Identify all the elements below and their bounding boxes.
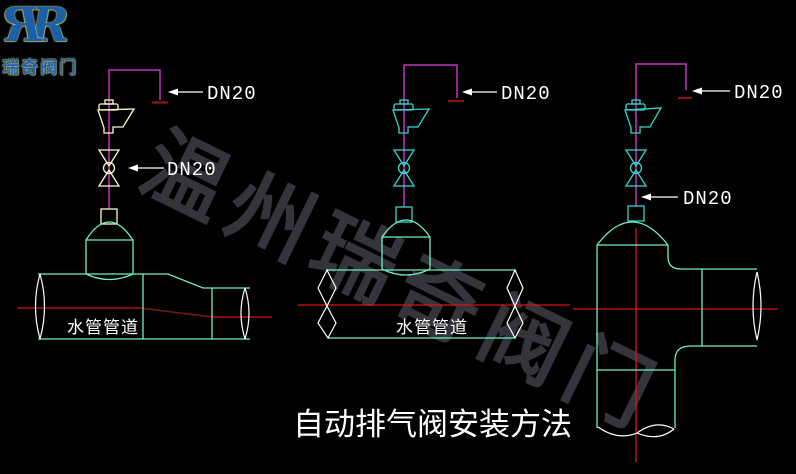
auto-air-vent-icon	[97, 99, 136, 134]
diagram-1	[18, 69, 272, 340]
leader-arrows	[128, 88, 203, 172]
dn20-label-d1-valve: DN20	[167, 159, 217, 181]
dn20-label-d3-top: DN20	[734, 82, 784, 104]
arrow-head	[128, 164, 138, 172]
brand-logo: RR 瑞奇阀门	[2, 0, 112, 78]
drawing-title: 自动排气阀安装方法	[293, 407, 572, 442]
water-pipe-label-d2: 水管管道	[396, 318, 468, 337]
connector-square	[395, 206, 413, 223]
auto-air-vent-icon	[392, 99, 431, 134]
connector-square	[100, 208, 118, 225]
eccentric-centerline	[139, 307, 213, 318]
arrow-head	[462, 88, 472, 96]
dn20-label-d1-top: DN20	[207, 83, 257, 105]
pipe-break-symbol	[34, 273, 250, 340]
shutoff-valve-icon	[97, 149, 121, 187]
logo-letter-mirrored: R	[2, 0, 42, 53]
pipe-break-symbol	[597, 271, 762, 438]
leader-arrows	[462, 88, 497, 96]
diagram-2	[298, 64, 570, 340]
diagram-3	[573, 63, 778, 462]
vent-pipe-line	[108, 69, 161, 100]
vent-pipe-line	[635, 63, 687, 100]
dn20-label-d2-top: DN20	[501, 83, 551, 105]
water-pipe-label-d1: 水管管道	[67, 318, 139, 337]
vent-pipe-line	[403, 64, 458, 100]
logo-company-name: 瑞奇阀门	[2, 58, 78, 77]
connector-square	[627, 205, 645, 222]
arrow-head	[641, 193, 651, 201]
arrow-head	[692, 87, 702, 95]
pipe-and-dome	[327, 219, 515, 339]
tee-pipe-body	[596, 221, 757, 428]
dn20-label-d3-valve: DN20	[683, 188, 733, 210]
auto-air-vent-icon	[624, 99, 663, 134]
arrow-head	[168, 88, 178, 96]
pipe-break-symbol	[317, 268, 524, 340]
pipe-and-dome	[38, 221, 250, 340]
logo-rr-mark: RR	[2, 0, 112, 53]
logo-letter: R	[30, 0, 70, 53]
leader-arrows	[641, 87, 730, 201]
shutoff-valve-icon	[392, 149, 416, 187]
shutoff-valve-icon	[624, 149, 648, 187]
